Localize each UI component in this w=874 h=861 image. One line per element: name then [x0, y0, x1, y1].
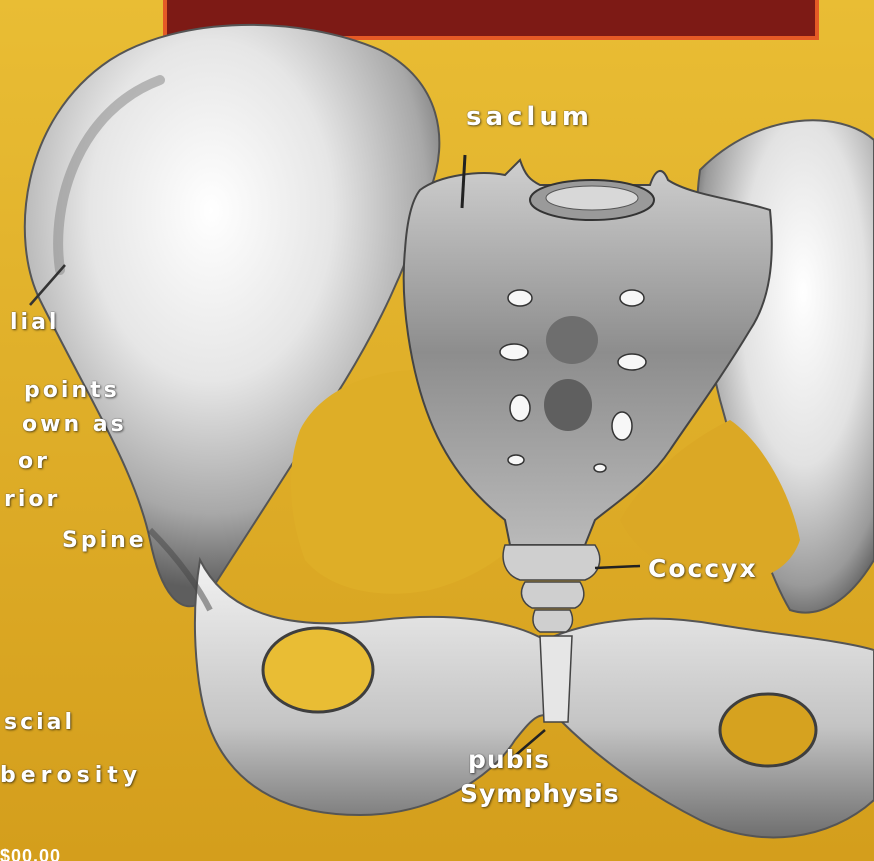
left-note-line: points: [24, 380, 120, 402]
left-obturator-foramen: [263, 628, 373, 712]
symphysis-label: Symphysis: [460, 781, 620, 806]
left-note-line: rior: [4, 489, 60, 511]
coccyx-pointer: [595, 566, 640, 568]
coccyx-label: Coccyx: [648, 556, 758, 581]
sacral-canal-lower: [544, 379, 592, 431]
sacral-canal-upper: [546, 316, 598, 364]
left-note-line: berosity: [0, 765, 142, 787]
left-note-line: Spine: [62, 530, 147, 552]
right-obturator-foramen: [720, 694, 816, 766]
sacral-disc: [546, 186, 638, 210]
left-note-line: or: [18, 451, 50, 473]
price-text: $00.00: [0, 846, 61, 861]
pubic-symphysis: [540, 636, 572, 722]
coccyx-bone: [503, 545, 600, 632]
sacrum-label: saclum: [466, 104, 593, 130]
left-note-line: scial: [4, 712, 75, 734]
pubis-label: pubis: [468, 747, 550, 772]
left-note-line: own as: [22, 414, 127, 436]
left-note-line: lial: [10, 312, 59, 334]
